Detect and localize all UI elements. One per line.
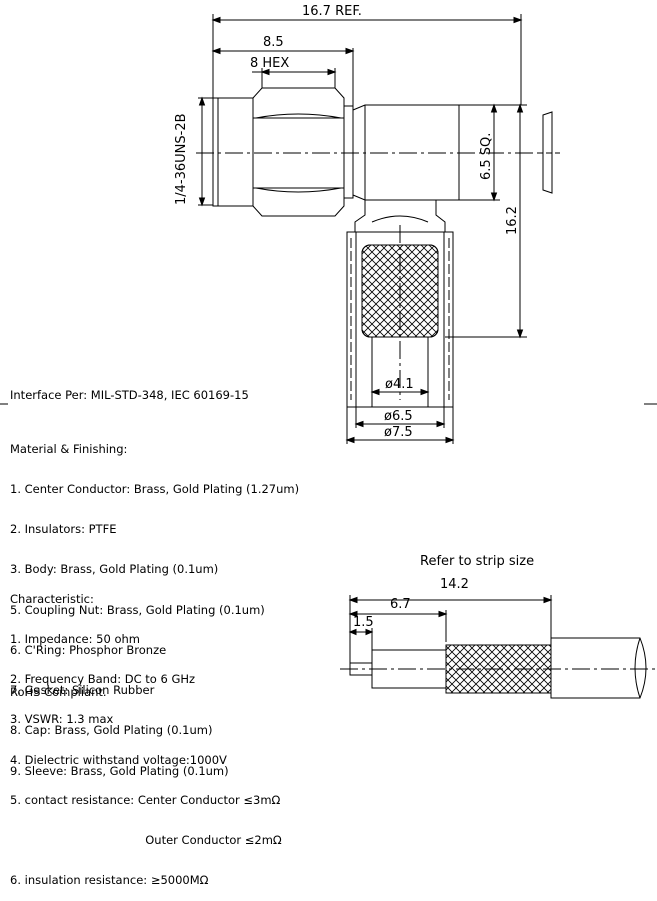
connector-drawing: 16.7 REF. 8.5 8 HEX 1/4-36UNS-2B 6.5 SQ.… — [0, 4, 657, 699]
material-title: Material & Finishing: — [10, 441, 128, 456]
dim-outer-diameter: ø7.5 — [384, 425, 413, 440]
material-item: 1. Center Conductor: Brass, Gold Plating… — [10, 482, 300, 497]
dim-height: 16.2 — [505, 206, 520, 235]
rohs-note: RoHS Compliant. — [10, 685, 107, 699]
dim-body-length: 8.5 — [263, 35, 284, 50]
characteristic-item: 6. insulation resistance: ≥5000MΩ — [10, 873, 209, 888]
characteristic-item: 3. VSWR: 1.3 max — [10, 712, 114, 727]
dim-sleeve-diameter: ø6.5 — [384, 409, 413, 424]
strip-title: Refer to strip size — [420, 554, 534, 569]
characteristic-item: 2. Frequency Band: DC to 6 GHz — [10, 672, 196, 687]
material-item: 2. Insulators: PTFE — [10, 522, 117, 537]
dim-square: 6.5 SQ. — [479, 133, 494, 180]
strip-total: 14.2 — [440, 577, 469, 592]
characteristic-item: 1. Impedance: 50 ohm — [10, 632, 140, 647]
dim-hex: 8 HEX — [250, 56, 289, 71]
dim-inner-diameter: ø4.1 — [385, 377, 414, 392]
dim-thread: 1/4-36UNS-2B — [174, 113, 189, 205]
material-item: 3. Body: Brass, Gold Plating (0.1um) — [10, 562, 219, 577]
interface-standard: Interface Per: MIL-STD-348, IEC 60169-15 — [10, 388, 249, 402]
characteristic-item: 5. contact resistance: Center Conductor … — [10, 792, 281, 807]
characteristic-section: Characteristic: 1. Impedance: 50 ohm 2. … — [10, 566, 282, 901]
strip-braid: 6.7 — [390, 597, 411, 612]
dim-overall-length: 16.7 REF. — [302, 4, 362, 19]
material-item: 7. Gasket: Silicon Rubber — [10, 683, 155, 698]
material-item: 5. Coupling Nut: Brass, Gold Plating (0.… — [10, 602, 265, 617]
characteristic-item: Outer Conductor ≤2mΩ — [10, 833, 282, 848]
characteristic-title: Characteristic: — [10, 591, 94, 606]
strip-pin: 1.5 — [353, 615, 374, 630]
characteristic-item: 4. Dielectric withstand voltage:1000V — [10, 752, 227, 767]
material-item: 6. C'Ring: Phosphor Bronze — [10, 642, 167, 657]
